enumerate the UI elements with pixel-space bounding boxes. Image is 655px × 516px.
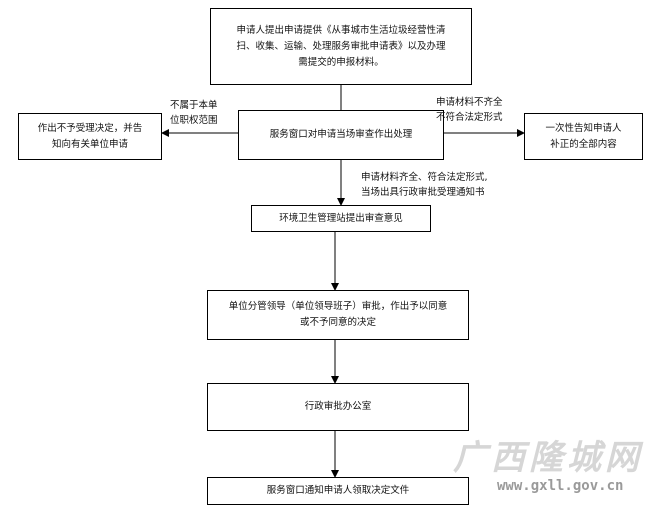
watermark-url: www.gxll.gov.cn [497,478,624,494]
reject-line-1: 作出不予受理决定，并告 [37,122,143,134]
apply-line-2: 扫、收集、运输、处理服务审批申请表》以及办理 [236,40,446,52]
watermark-logo-text: 广西隆城网 [453,438,643,478]
not-in-scope-line-2: 位职权范围 [170,115,218,126]
not-in-scope-line-1: 不属于本单 [170,100,218,111]
sanitation-text: 环境卫生管理站提出审查意见 [279,212,403,224]
incomplete-line-2: 不符合法定形式 [436,112,503,123]
supplement-line-1: 一次性告知申请人 [545,122,622,134]
office-text: 行政审批办公室 [304,401,372,412]
reject-line-2: 知向有关单位申请 [51,138,128,150]
incomplete-label: 申请材料不齐全 不符合法定形式 [436,95,503,125]
complete-line-2: 当场出具行政审批受理通知书 [361,187,485,198]
office-box: 行政审批办公室 [207,383,469,431]
review-text: 服务窗口对申请当场审查作出处理 [269,129,413,140]
leader-box: 单位分管领导（单位领导班子）审批，作出予以同意 或不予同意的决定 [207,290,469,340]
notify-text: 服务窗口通知申请人领取决定文件 [266,485,410,496]
apply-box: 申请人提出申请提供《从事城市生活垃圾经营性清 扫、收集、运输、处理服务审批申请表… [210,8,472,85]
leader-line-1: 单位分管领导（单位领导班子）审批，作出予以同意 [228,301,448,312]
apply-line-3: 需提交的申报材料。 [298,56,384,68]
not-in-scope-label: 不属于本单 位职权范围 [170,98,218,128]
notify-box: 服务窗口通知申请人领取决定文件 [207,477,469,505]
incomplete-line-1: 申请材料不齐全 [436,97,503,108]
complete-label: 申请材料齐全、符合法定形式, 当场出具行政审批受理通知书 [361,170,488,200]
leader-line-2: 或不予同意的决定 [299,317,376,328]
supplement-box: 一次性告知申请人 补正的全部内容 [524,113,643,160]
sanitation-box: 环境卫生管理站提出审查意见 [251,205,431,232]
complete-line-1: 申请材料齐全、符合法定形式, [361,172,488,183]
review-box: 服务窗口对申请当场审查作出处理 [238,110,444,160]
apply-line-1: 申请人提出申请提供《从事城市生活垃圾经营性清 [236,24,446,36]
supplement-line-2: 补正的全部内容 [550,138,617,150]
reject-box: 作出不予受理决定，并告 知向有关单位申请 [18,113,162,160]
